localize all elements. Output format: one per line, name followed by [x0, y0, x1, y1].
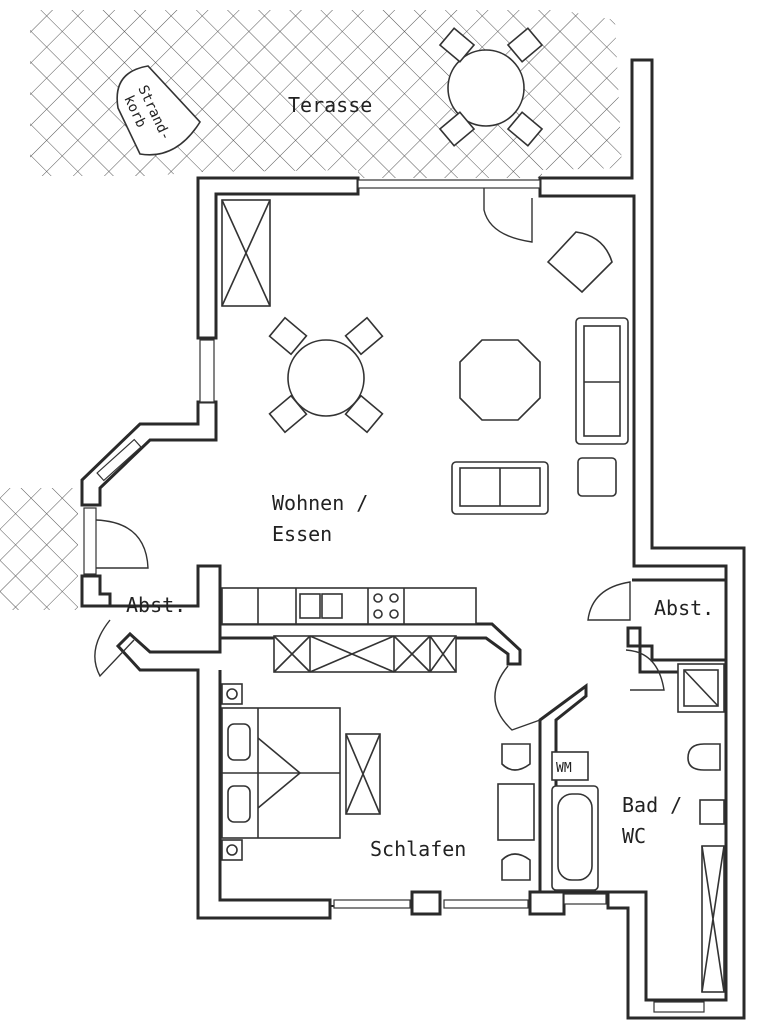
label-wc: WC: [622, 824, 646, 848]
label-bedroom: Schlafen: [370, 837, 466, 861]
doors: [94, 188, 665, 731]
terrace-furniture: [116, 27, 544, 156]
label-dining: Essen: [272, 522, 332, 546]
bedroom-furniture: [221, 635, 535, 881]
label-storage-left: Abst.: [126, 593, 186, 617]
interior-walls: [220, 566, 728, 894]
label-living: Wohnen /: [272, 491, 368, 515]
exterior-walls: [80, 58, 746, 1020]
living-furniture: [221, 199, 629, 515]
label-washing-machine: WM: [556, 761, 572, 776]
windows: [83, 179, 705, 1013]
label-storage-right: Abst.: [654, 596, 714, 620]
label-bath: Bad /: [622, 793, 682, 817]
label-terrace: Terasse: [288, 93, 372, 117]
kitchen-counter: [221, 587, 477, 625]
room-labels: Terasse Strand- korb Wohnen / Essen Abst…: [120, 83, 714, 861]
bathroom-fixtures: [551, 663, 725, 993]
